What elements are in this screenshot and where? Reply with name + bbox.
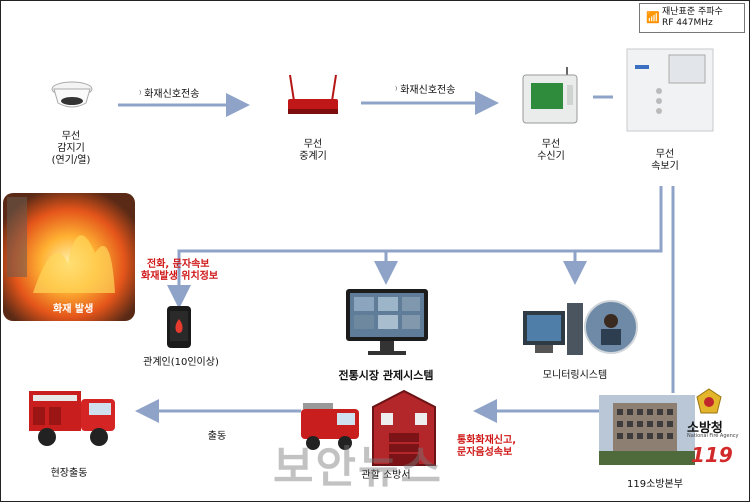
fire-agency-emblem-icon <box>696 388 722 414</box>
smoke-detector-icon <box>51 81 93 108</box>
fire-truck-icon <box>301 403 359 450</box>
signal-label-1: ⁾화재신호전송 <box>139 89 200 100</box>
fire-agency-logo-text: 소방청 <box>687 421 723 436</box>
signal-wave-icon: ⁾ <box>139 90 142 100</box>
monitoring-system-label: 모니터링시스템 <box>542 370 608 381</box>
fire-station-building-icon <box>372 389 436 466</box>
dispatch-label: 출동 <box>207 431 227 442</box>
antenna-icon: 📶 <box>646 11 660 24</box>
control-system-label: 전통시장 관제시스템 <box>338 369 434 382</box>
site-dispatch-label: 현장출동 <box>50 468 88 479</box>
rf-frequency-box: 📶 재난표준 주파수 RF 447MHz <box>639 3 745 33</box>
hq-label: 119소방본부 <box>627 479 683 490</box>
alarm-label: 무선 속보기 <box>651 149 679 172</box>
notify-line-2: 화재발생 위치정보 <box>141 271 219 282</box>
wireless-alarm-device-icon <box>626 48 714 132</box>
arrow-alarm-to-phone <box>167 186 663 309</box>
station-label: 관할 소방서 <box>361 470 411 481</box>
watermark: 보안뉴스 <box>273 442 443 493</box>
report-line-2: 문자음성속보 <box>457 447 513 458</box>
fire-agency-119: 119 <box>691 443 733 467</box>
report-line-1: 통화화재신고, <box>457 435 516 446</box>
wireless-receiver-icon <box>522 67 578 124</box>
notify-line-1: 전화, 문자속보 <box>147 259 210 270</box>
monitoring-station-icon <box>523 300 638 355</box>
repeater-label: 무선 중계기 <box>299 139 327 162</box>
fire-hq-building-photo <box>599 395 695 465</box>
control-monitor-icon <box>346 289 428 355</box>
wireless-repeater-icon <box>288 74 338 114</box>
phone-label: 관계인(10인이상) <box>143 357 219 368</box>
smartphone-icon <box>167 306 191 348</box>
signal-wave-icon: ⁾ <box>395 86 398 96</box>
fire-photo <box>3 193 135 321</box>
receiver-label: 무선 수신기 <box>537 139 565 162</box>
rf-line-2: RF 447MHz <box>662 18 713 28</box>
fire-engine-icon <box>29 391 115 446</box>
rf-line-1: 재난표준 주파수 <box>662 7 723 17</box>
fire-agency-logo-sub: National Fire Agency <box>687 433 739 439</box>
detector-label: 무선 감지기 (연기/열) <box>51 131 91 166</box>
fire-caption: 화재 발생 <box>53 304 94 315</box>
signal-label-2: ⁾화재신호전송 <box>395 85 456 96</box>
